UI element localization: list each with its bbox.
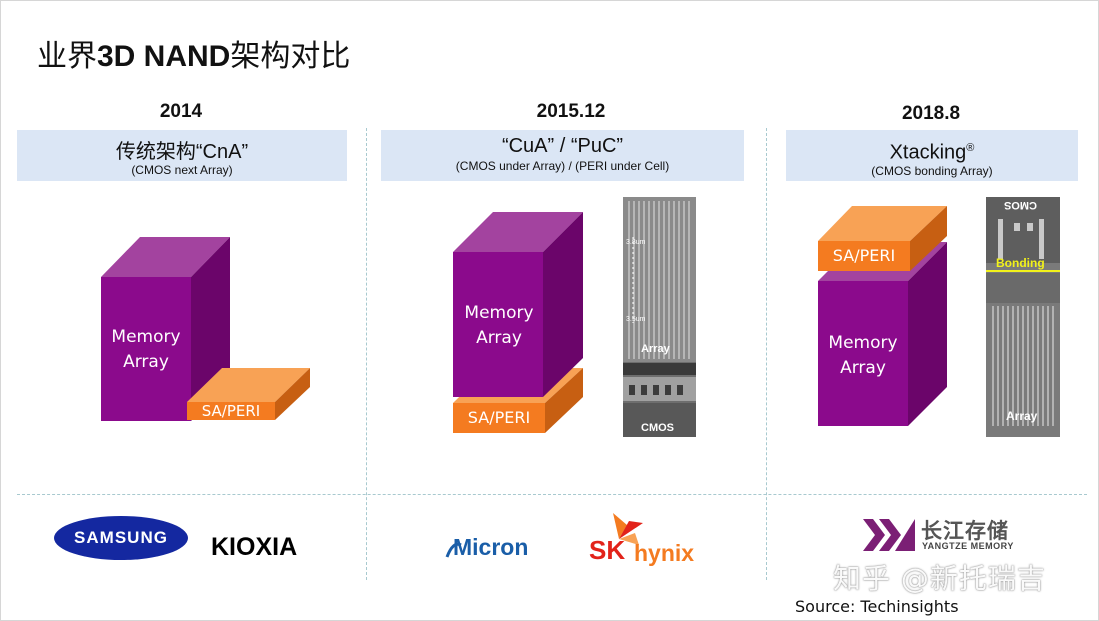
header-cua-sub: (CMOS under Array) / (PERI under Cell) xyxy=(455,159,670,173)
source-note: Source: Techinsights xyxy=(795,597,959,616)
year-2014: 2014 xyxy=(159,101,203,122)
column-divider-2 xyxy=(766,128,767,580)
xtacking-peri-block xyxy=(818,206,947,271)
year-2018: 2018.8 xyxy=(901,103,961,124)
sem-bonding-label: Bonding xyxy=(996,256,1045,270)
samsung-logo: SAMSUNG xyxy=(74,528,168,547)
cua-memory-block xyxy=(453,212,583,397)
header-cna: 传统架构“CnA” (CMOS next Array) xyxy=(17,130,347,181)
samsung-logo-shape xyxy=(54,516,188,560)
sem-cmos-label: CMOS xyxy=(641,422,674,434)
micron-swirl xyxy=(445,542,462,558)
micron-logo: Micron xyxy=(453,534,529,560)
xtacking-sem-image xyxy=(986,197,1060,437)
xtacking-peri-label: SA/PERI xyxy=(832,246,896,265)
cua-peri-label: SA/PERI xyxy=(467,408,531,427)
ymtc-logo-en: YANGTZE MEMORY xyxy=(922,541,1014,551)
ymtc-logo-mark xyxy=(863,519,915,551)
sk-butterfly-icon xyxy=(613,513,643,545)
kioxia-logo: KIOXIA xyxy=(211,533,298,561)
sem-cmos-flipped-label: CMOS xyxy=(1004,199,1037,211)
header-xtacking-main: Xtacking xyxy=(889,141,967,164)
sk-logo: SK xyxy=(589,535,626,565)
hynix-logo: hynix xyxy=(634,540,695,566)
cua-sem-image xyxy=(623,197,696,437)
header-cna-sub: (CMOS next Array) xyxy=(131,163,233,177)
sem-dim1-label: 3.8um xyxy=(626,239,646,246)
sem-array-label-2: Array xyxy=(1006,409,1038,423)
header-xtacking-sub: (CMOS bonding Array) xyxy=(871,163,993,178)
cna-peri-block xyxy=(187,368,310,420)
cna-peri-label: SA/PERI xyxy=(201,402,261,420)
year-2015: 2015.12 xyxy=(536,101,606,122)
sem-array-label: Array xyxy=(641,343,670,355)
header-cua-main: “CuA” / “PuC” xyxy=(501,135,624,157)
header-cua: “CuA” / “PuC” (CMOS under Array) / (PERI… xyxy=(381,130,744,181)
sem-dim2-label: 3.5um xyxy=(626,316,646,323)
watermark: 知乎 @新托瑞吉 xyxy=(833,562,1046,595)
column-divider-1 xyxy=(366,128,367,580)
page-title: 业界3D NAND架构对比 xyxy=(37,39,351,74)
ymtc-logo-cn: 长江存储 xyxy=(921,519,1009,543)
header-xtacking: Xtacking® (CMOS bonding Array) xyxy=(786,130,1078,181)
logo-row-divider xyxy=(17,494,1087,495)
registered-mark: ® xyxy=(966,142,975,154)
header-cna-main: 传统架构“CnA” xyxy=(115,141,249,163)
